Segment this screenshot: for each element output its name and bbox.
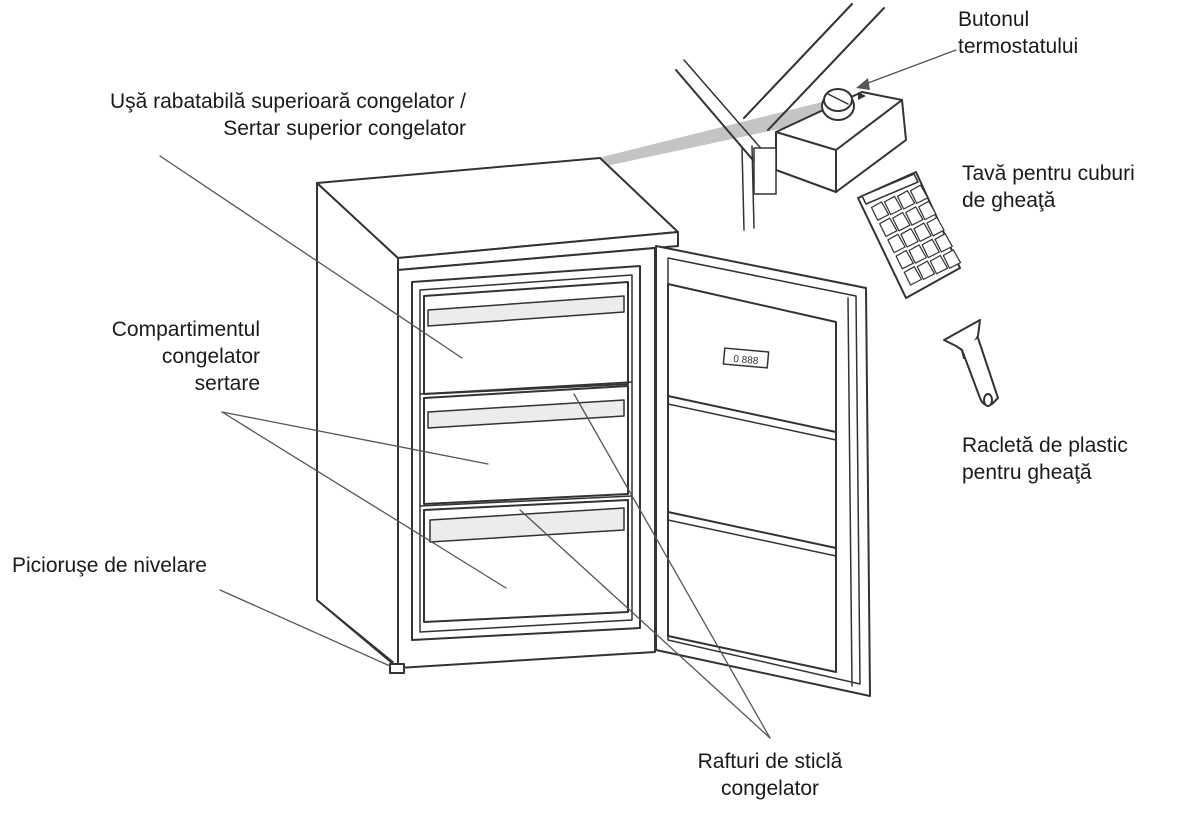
ice-tray-cell <box>934 233 953 253</box>
ice-tray-cell <box>870 201 890 221</box>
label-upper-flap-door: Uşă rabatabilă superioară congelator / S… <box>6 88 466 142</box>
ice-tray-cell <box>921 238 940 259</box>
door-display-panel <box>722 347 770 369</box>
label-line: Sertar superior congelator <box>223 117 466 140</box>
leveling-foot <box>389 663 405 674</box>
label-ice-cube-tray: Tavă pentru cuburi de gheaţă <box>962 160 1135 214</box>
leader-shelves-b <box>519 509 771 739</box>
ice-tray-cell <box>879 217 898 237</box>
ice-tray-cell <box>887 233 906 254</box>
label-line: termostatului <box>958 35 1079 58</box>
ice-tray-cell <box>908 244 927 264</box>
freezer-drawer-middle <box>423 385 629 505</box>
label-line: Uşă rabatabilă superioară congelator / <box>109 90 466 113</box>
cabinet-top-front-edge <box>397 231 679 271</box>
ice-tray-cell <box>896 190 916 210</box>
label-leveling-feet: Picioruşe de nivelare <box>12 552 207 579</box>
label-thermostat-knob: Butonul termostatului <box>958 6 1078 60</box>
ice-tray-cell <box>913 222 932 242</box>
ice-tray-cell <box>942 249 962 269</box>
label-line: Tavă pentru cuburi <box>962 162 1135 185</box>
label-line: Picioruşe de nivelare <box>12 554 207 577</box>
label-freezer-compartment-drawers: Compartimentul congelator sertare <box>40 316 260 397</box>
leader-thermostat-arrow <box>856 78 870 90</box>
leader-upper-door <box>159 155 463 359</box>
label-line: pentru gheaţă <box>962 461 1092 484</box>
ice-tray-cells <box>870 184 962 286</box>
ice-tray-cell <box>916 260 936 280</box>
ice-tray-cell <box>900 228 919 248</box>
label-line: congelator <box>720 777 820 800</box>
glass-shelf-lines <box>419 381 633 507</box>
ice-tray-cell <box>905 206 924 226</box>
label-line: Butonul <box>958 8 1030 31</box>
thermostat-inset <box>675 3 907 231</box>
leader-drawers-b <box>221 411 507 589</box>
label-line: de gheaţă <box>962 189 1056 212</box>
zoom-beam <box>598 102 830 166</box>
label-line: Compartimentul <box>111 318 260 341</box>
leader-leveling-feet <box>219 589 391 667</box>
freezer-drawer-top <box>423 281 629 395</box>
label-line: congelator <box>161 345 260 368</box>
label-plastic-ice-scraper: Racletă de plastic pentru gheaţă <box>962 432 1128 486</box>
ice-tray-cell <box>918 200 937 221</box>
leader-thermostat <box>859 49 957 87</box>
ice-tray-cell <box>892 211 911 232</box>
thermostat-knob <box>821 88 866 121</box>
ice-tray-cell <box>926 216 945 237</box>
label-glass-shelves: Rafturi de sticlă congelator <box>670 748 870 802</box>
ice-tray-cell <box>883 195 903 216</box>
leader-drawers-a <box>221 411 489 465</box>
cabinet-side-panel <box>316 182 399 669</box>
leader-shelves-a <box>573 393 771 739</box>
label-line: Rafturi de sticlă <box>697 750 843 773</box>
ice-tray-cell <box>929 254 949 275</box>
door-display-text: 0 888 <box>733 354 759 367</box>
ice-tray-cell <box>909 184 929 204</box>
open-door <box>655 245 871 697</box>
freezer-drawer-bottom <box>423 499 629 623</box>
ice-tray-cell <box>903 266 923 286</box>
label-line: Racletă de plastic <box>962 434 1128 457</box>
label-line: sertare <box>194 372 260 395</box>
plastic-ice-scraper <box>943 319 999 407</box>
ice-tray-cell <box>895 249 914 270</box>
